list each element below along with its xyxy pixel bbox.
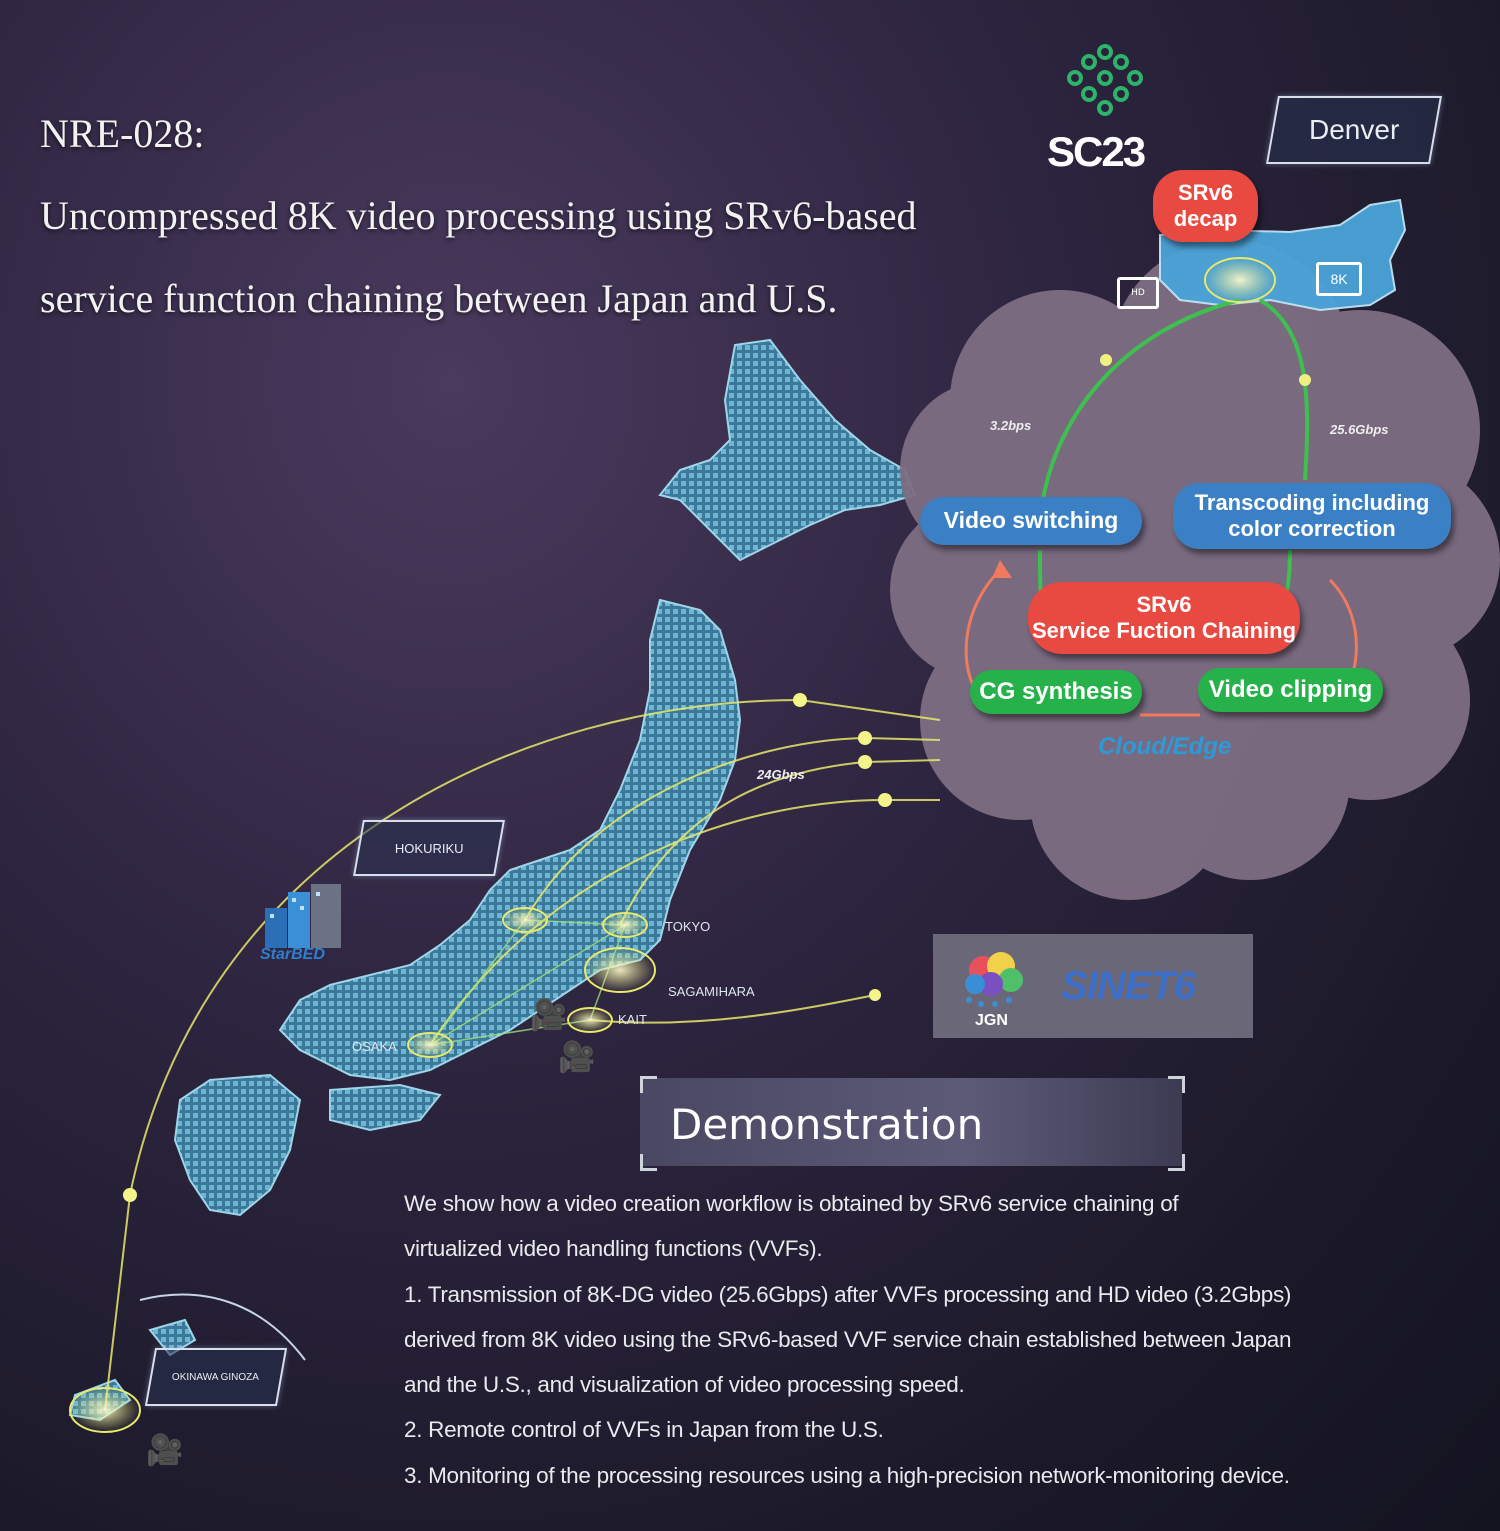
- camera-icon: 🎥: [558, 1040, 596, 1075]
- hokuriku-label: HOKURIKU: [353, 820, 505, 876]
- kait-label: KAIT: [618, 1012, 647, 1027]
- demo-text-line: derived from 8K video using the SRv6-bas…: [404, 1327, 1292, 1352]
- demo-text-line: virtualized video handling functions (VV…: [404, 1236, 823, 1261]
- title-line-1: NRE-028:: [40, 111, 205, 156]
- demo-text-line: 3. Monitoring of the processing resource…: [404, 1463, 1290, 1488]
- demonstration-heading: Demonstration: [670, 1100, 984, 1149]
- banner-corner: [1168, 1076, 1185, 1093]
- camera-icon: 🎥: [530, 998, 568, 1033]
- banner-corner: [640, 1076, 657, 1093]
- japan-bandwidth-label: 24Gbps: [757, 767, 805, 782]
- cg-synthesis-box: CG synthesis: [970, 670, 1142, 714]
- cloud-edge-label: Cloud/Edge: [1098, 733, 1232, 760]
- sc23-logo: SC23: [1045, 40, 1165, 190]
- sc23-emblem-icon: [1067, 44, 1143, 116]
- video-switching-box: Video switching: [920, 497, 1142, 545]
- okinawa-label: OKINAWA GINOZA: [144, 1348, 288, 1406]
- 8k-monitor-icon: 8K: [1316, 262, 1362, 296]
- hd-bandwidth-label: 3.2bps: [990, 418, 1032, 433]
- jgn-icon: [965, 952, 1023, 1007]
- network-logos: JGN SINET6: [933, 934, 1253, 1038]
- cloud-shape: [890, 240, 1500, 900]
- banner-corner: [640, 1154, 657, 1171]
- title-line-2: Uncompressed 8K video processing using S…: [40, 193, 917, 238]
- srv6-decap-box: SRv6 decap: [1153, 170, 1258, 242]
- banner-corner: [1168, 1154, 1185, 1171]
- sinet6-logo: SINET6: [1061, 964, 1196, 1008]
- demo-text-line: 2. Remote control of VVFs in Japan from …: [404, 1417, 884, 1442]
- camera-icon: 🎥: [146, 1433, 184, 1468]
- demo-text-line: and the U.S., and visualization of video…: [404, 1372, 965, 1397]
- hd-monitor-icon: HD: [1117, 277, 1159, 309]
- starbed-logo-text: StarBED: [260, 946, 325, 963]
- demo-text-line: 1. Transmission of 8K-DG video (25.6Gbps…: [404, 1282, 1292, 1307]
- srv6-sfc-box: SRv6 Service Fuction Chaining: [1028, 582, 1300, 654]
- sc23-logo-text: SC23: [1047, 128, 1146, 175]
- denver-label: Denver: [1266, 96, 1442, 164]
- demo-text-line: We show how a video creation workflow is…: [404, 1191, 1179, 1216]
- osaka-label: OSAKA: [352, 1039, 397, 1054]
- demonstration-banner: [640, 1078, 1182, 1166]
- starbed-logo: StarBED: [260, 880, 350, 970]
- transcoding-box: Transcoding including color correction: [1173, 483, 1451, 549]
- sagamihara-label: SAGAMIHARA: [668, 984, 755, 999]
- video-clipping-box: Video clipping: [1198, 668, 1383, 712]
- starbed-building-icon: [265, 884, 341, 948]
- title-line-3: service function chaining between Japan …: [40, 276, 838, 321]
- tokyo-label: TOKYO: [665, 919, 711, 934]
- jgn-logo-text: JGN: [975, 1012, 1008, 1029]
- 8k-bandwidth-label: 25.6Gbps: [1330, 422, 1389, 437]
